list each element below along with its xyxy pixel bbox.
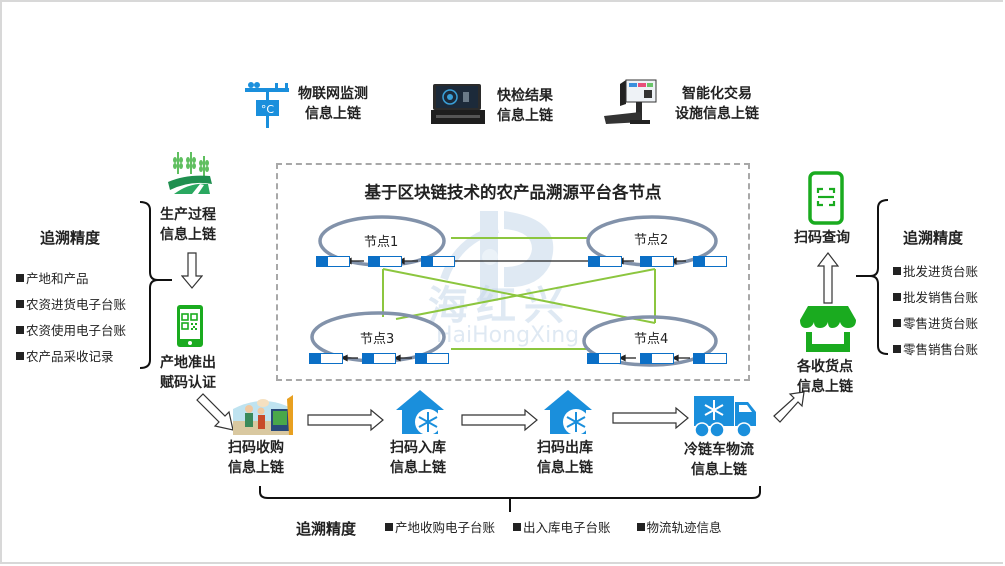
flow-step-outbound bbox=[542, 388, 594, 440]
rapid-test-device-icon bbox=[431, 84, 485, 124]
list-item: 批发进货台账 bbox=[893, 259, 978, 285]
right-brace bbox=[856, 199, 889, 355]
flow-step-cold-chain-label: 冷链车物流 信息上链 bbox=[684, 442, 754, 478]
store-icon bbox=[800, 306, 856, 352]
list-item: 零售进货台账 bbox=[893, 311, 978, 337]
wheat-field-icon bbox=[168, 152, 212, 194]
block bbox=[587, 255, 622, 267]
block bbox=[414, 352, 449, 364]
left-precision-title: 追溯精度 bbox=[40, 229, 101, 247]
pos-terminal-icon bbox=[604, 79, 657, 124]
blockchain-panel: 海红兴 HaiHongXing 基于区块链技术的农产品溯源平台各节点 bbox=[276, 163, 750, 381]
arrow-down-icon bbox=[181, 252, 203, 289]
right-precision-title: 追溯精度 bbox=[903, 229, 964, 247]
list-item: 农产品采收记录 bbox=[16, 344, 126, 370]
list-item: 批发销售台账 bbox=[893, 285, 978, 311]
farm-purchase-icon bbox=[233, 395, 293, 435]
block bbox=[315, 255, 350, 267]
panel-title: 基于区块链技术的农产品溯源平台各节点 bbox=[364, 183, 662, 202]
watermark-en: HaiHongXing bbox=[436, 323, 580, 348]
store-label: 各收货点 信息上链 bbox=[797, 359, 853, 395]
scan-query-label: 扫码查询 bbox=[794, 230, 850, 246]
warehouse-in-icon bbox=[396, 390, 444, 435]
origin-label: 产地准出 赋码认证 bbox=[160, 355, 216, 391]
block bbox=[367, 255, 402, 267]
list-item: 产地和产品 bbox=[16, 266, 126, 292]
flow-step-inbound-label: 扫码入库 信息上链 bbox=[390, 440, 446, 476]
arrow-diag-down-icon bbox=[196, 393, 234, 431]
iot-sensor-icon: °C bbox=[245, 82, 289, 128]
block bbox=[639, 255, 674, 267]
scan-phone-icon bbox=[808, 171, 844, 225]
list-item: 零售销售台账 bbox=[893, 337, 978, 363]
block bbox=[420, 255, 455, 267]
cold-chain-truck-icon bbox=[694, 396, 756, 438]
bottom-precision-list: 产地收购电子台账 出入库电子台账 物流轨迹信息 bbox=[385, 515, 722, 541]
node-network bbox=[310, 215, 718, 367]
top-item-pos-label: 智能化交易 设施信息上链 bbox=[675, 86, 759, 122]
origin-icon-wrap bbox=[176, 304, 204, 352]
list-item: 出入库电子台账 bbox=[513, 515, 611, 541]
production-icon-wrap bbox=[166, 150, 216, 200]
top-item-iot: °C bbox=[243, 80, 293, 136]
warehouse-out-icon bbox=[544, 390, 592, 435]
list-item: 农资进货电子台账 bbox=[16, 292, 126, 318]
node-4-ellipse bbox=[582, 315, 718, 367]
block bbox=[586, 352, 621, 364]
arrow-right-icon bbox=[612, 406, 689, 430]
arrow-right-icon bbox=[307, 408, 384, 432]
left-precision-list: 产地和产品 农资进货电子台账 农资使用电子台账 农产品采收记录 bbox=[16, 266, 126, 370]
block bbox=[692, 255, 727, 267]
list-item: 产地收购电子台账 bbox=[385, 515, 495, 541]
qr-phone-icon bbox=[177, 305, 203, 347]
left-brace bbox=[139, 201, 172, 369]
flow-step-purchase bbox=[233, 395, 293, 439]
node-4-label: 节点4 bbox=[634, 332, 669, 347]
link-2-3 bbox=[395, 268, 656, 320]
store-icon-wrap bbox=[800, 306, 856, 358]
top-item-pos bbox=[600, 78, 660, 132]
scan-query-icon-wrap bbox=[808, 171, 844, 229]
flow-step-inbound bbox=[394, 388, 446, 440]
flow-step-purchase-label: 扫码收购 信息上链 bbox=[228, 440, 284, 476]
list-item: 物流轨迹信息 bbox=[636, 515, 722, 541]
production-label: 生产过程 信息上链 bbox=[160, 207, 216, 243]
node-2-label: 节点2 bbox=[634, 233, 669, 248]
top-item-rapid-test bbox=[430, 82, 486, 130]
list-item: 农资使用电子台账 bbox=[16, 318, 126, 344]
node-1-label: 节点1 bbox=[364, 235, 399, 250]
arrow-right-icon bbox=[461, 408, 538, 432]
node-3-label: 节点3 bbox=[360, 332, 395, 347]
bottom-precision-title: 追溯精度 bbox=[296, 520, 357, 538]
block bbox=[639, 352, 674, 364]
flow-step-cold-chain bbox=[694, 396, 758, 442]
block bbox=[361, 352, 396, 364]
block bbox=[692, 352, 727, 364]
right-precision-list: 批发进货台账 批发销售台账 零售进货台账 零售销售台账 bbox=[893, 259, 978, 363]
svg-text:°C: °C bbox=[261, 103, 275, 116]
arrow-diag-up-icon bbox=[773, 391, 805, 423]
bottom-brace bbox=[259, 486, 761, 512]
top-item-iot-label: 物联网监测 信息上链 bbox=[298, 86, 368, 122]
flow-step-outbound-label: 扫码出库 信息上链 bbox=[537, 440, 593, 476]
top-item-rapid-test-label: 快检结果 信息上链 bbox=[497, 88, 553, 124]
block bbox=[308, 352, 343, 364]
arrow-up-icon bbox=[817, 252, 839, 304]
